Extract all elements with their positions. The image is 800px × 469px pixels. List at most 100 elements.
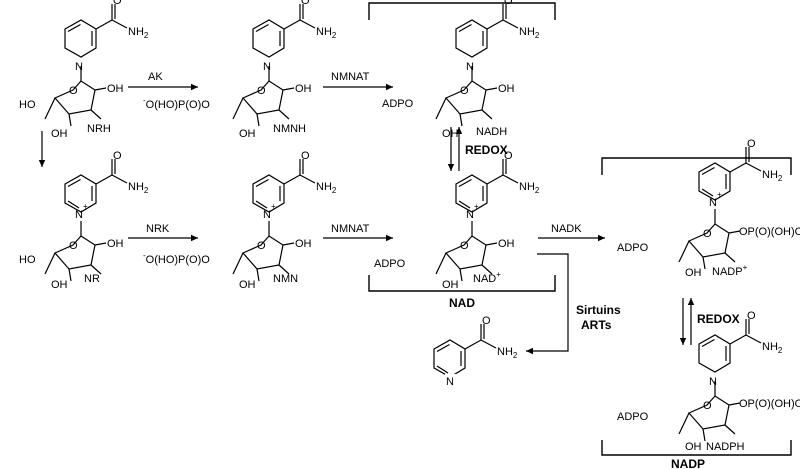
nmn-carbonyl-o: O bbox=[301, 150, 310, 162]
nr-plus-charge: + bbox=[83, 202, 88, 211]
nmn-structure bbox=[232, 158, 316, 282]
nadh-label: NADH bbox=[476, 126, 507, 138]
label-redox-nad: REDOX bbox=[465, 143, 508, 157]
nmnh-label: NMNH bbox=[273, 123, 306, 135]
nmnh-amide: NH2 bbox=[316, 26, 337, 40]
nad-ring-o: O bbox=[460, 240, 469, 252]
compound-nadh: N O NH2 O OH OH ADPO NADH bbox=[382, 0, 540, 140]
nadh-ring-o: O bbox=[460, 85, 469, 97]
nmn-minus-charge: - bbox=[276, 202, 279, 211]
nr-label: NR bbox=[84, 273, 100, 285]
bracket-nad-top bbox=[368, 2, 556, 20]
compound-nadph: N O NH2 O OP(O)(OH)O- OH ADPO NADPH bbox=[617, 310, 800, 453]
nad-amide: NH2 bbox=[519, 181, 540, 195]
nrh-structure bbox=[44, 3, 128, 127]
nrh-oh-left: HO bbox=[19, 99, 36, 111]
nr-structure bbox=[44, 158, 128, 282]
enzyme-arts: ARTs bbox=[581, 318, 612, 332]
enzyme-nadk: NADK bbox=[551, 223, 582, 235]
nr-carbonyl-o: O bbox=[113, 150, 122, 162]
nmnh-carbonyl-o: O bbox=[301, 0, 310, 7]
nmnh-oh-a: OH bbox=[295, 83, 312, 95]
nadph-ring-n: N bbox=[709, 376, 717, 388]
bracket-nad-bottom bbox=[368, 275, 556, 292]
nmnh-oh-b: OH bbox=[239, 128, 256, 140]
nadph-ring-o: O bbox=[703, 400, 712, 412]
nadp-plus-charge: + bbox=[717, 190, 722, 199]
nadp-ring-o: O bbox=[703, 228, 712, 240]
nadh-ring-n: N bbox=[466, 61, 474, 73]
enzyme-ak: AK bbox=[148, 71, 163, 83]
nmnh-structure bbox=[232, 3, 316, 127]
nadph-label: NADPH bbox=[706, 441, 745, 453]
nadph-phosphate-group: OP(O)(OH)O- bbox=[739, 395, 800, 410]
compound-nrh: N O NH2 O OH OH HO NRH bbox=[19, 0, 149, 140]
nadph-oh: OH bbox=[685, 441, 702, 453]
nr-oh-a: OH bbox=[107, 238, 124, 250]
nadp-carbonyl-o: O bbox=[747, 138, 756, 150]
nadph-adpo: ADPO bbox=[617, 411, 649, 423]
nr-ring-o: O bbox=[69, 240, 78, 252]
nmn-amide: NH2 bbox=[316, 181, 337, 195]
enzyme-nmnat-top: NMNAT bbox=[331, 71, 370, 83]
nicotinamide-amide: NH2 bbox=[497, 346, 518, 360]
nrh-amide: NH2 bbox=[128, 26, 149, 40]
nadp-ring-n: N bbox=[709, 197, 717, 209]
nadh-adpo: ADPO bbox=[382, 98, 414, 110]
enzyme-labels: AK NMNAT NRK NMNAT NADK REDOX REDOX Sirt… bbox=[146, 71, 740, 332]
nmn-label: NMN bbox=[273, 273, 298, 285]
nrh-ring-o: O bbox=[69, 85, 78, 97]
nad-oh-b: OH bbox=[442, 279, 459, 291]
nadp-phosphate-group: OP(O)(OH)O- bbox=[739, 223, 800, 238]
nmn-oh-b: OH bbox=[239, 279, 256, 291]
compound-nicotinamide: N O NH2 bbox=[433, 315, 518, 388]
reaction-arrows bbox=[38, 83, 695, 355]
nadph-carbonyl-o: O bbox=[747, 310, 756, 322]
nmn-plus-charge: + bbox=[271, 202, 276, 211]
nrh-oh-a: OH bbox=[107, 83, 124, 95]
bracket-nadp-group bbox=[601, 157, 792, 456]
nmn-phosphate: -O(HO)P(O)O bbox=[143, 251, 210, 266]
nicotinamide-carbonyl-o: O bbox=[482, 315, 491, 327]
nmnh-ring-o: O bbox=[257, 85, 266, 97]
nad-structure bbox=[435, 158, 519, 282]
nad-oh-a: OH bbox=[498, 238, 515, 250]
nadh-oh-a: OH bbox=[498, 83, 515, 95]
nadh-amide: NH2 bbox=[519, 26, 540, 40]
nmn-oh-a: OH bbox=[295, 238, 312, 250]
nad-plus-charge: + bbox=[474, 202, 479, 211]
nadp-adpo: ADPO bbox=[617, 242, 649, 254]
nmnh-ring-n: N bbox=[263, 61, 271, 73]
nmn-ring-n: N bbox=[263, 209, 271, 221]
bracket-nadp-top bbox=[601, 157, 792, 175]
group-label-nadp: NADP bbox=[671, 457, 705, 469]
nadp-structure bbox=[678, 146, 762, 270]
group-label-nad: NAD bbox=[449, 296, 475, 310]
nadph-amide: NH2 bbox=[762, 341, 783, 355]
compound-nmnh: N O NH2 O OH OH -O(HO)P(O)O NMNH bbox=[143, 0, 337, 140]
nmnh-phosphate: -O(HO)P(O)O bbox=[143, 96, 210, 111]
nrh-label: NRH bbox=[87, 123, 111, 135]
compound-nad: N + - O NH2 O OH OH ADPO NAD+ bbox=[374, 150, 540, 291]
bracket-nad-group bbox=[368, 2, 556, 292]
compound-nmn: N + - O NH2 O OH OH -O(HO)P(O)O NMN bbox=[143, 150, 337, 291]
nad-minus-charge: - bbox=[479, 202, 482, 211]
nadp-minus-charge: - bbox=[722, 190, 725, 199]
nadp-oh: OH bbox=[685, 267, 702, 279]
enzyme-nmnat-bottom: NMNAT bbox=[331, 223, 370, 235]
label-redox-nadp: REDOX bbox=[697, 312, 740, 326]
nr-ring-n: N bbox=[75, 209, 83, 221]
nad-carbonyl-o: O bbox=[504, 150, 513, 162]
nrh-carbonyl-o: O bbox=[113, 0, 122, 7]
enzyme-nrk: NRK bbox=[146, 223, 170, 235]
nr-amide: NH2 bbox=[128, 181, 149, 195]
nrh-oh-b: OH bbox=[51, 128, 68, 140]
compound-nadp: N + - O NH2 O OP(O)(OH)O- OH ADPO NADP+ bbox=[617, 138, 800, 279]
nadh-structure bbox=[435, 3, 519, 127]
nr-oh-left: HO bbox=[19, 254, 36, 266]
nicotinamide-ring bbox=[433, 339, 466, 378]
nadp-amide: NH2 bbox=[762, 169, 783, 183]
nad-label: NAD+ bbox=[473, 270, 501, 285]
arrow-nad-to-nicotinamide bbox=[526, 253, 569, 355]
